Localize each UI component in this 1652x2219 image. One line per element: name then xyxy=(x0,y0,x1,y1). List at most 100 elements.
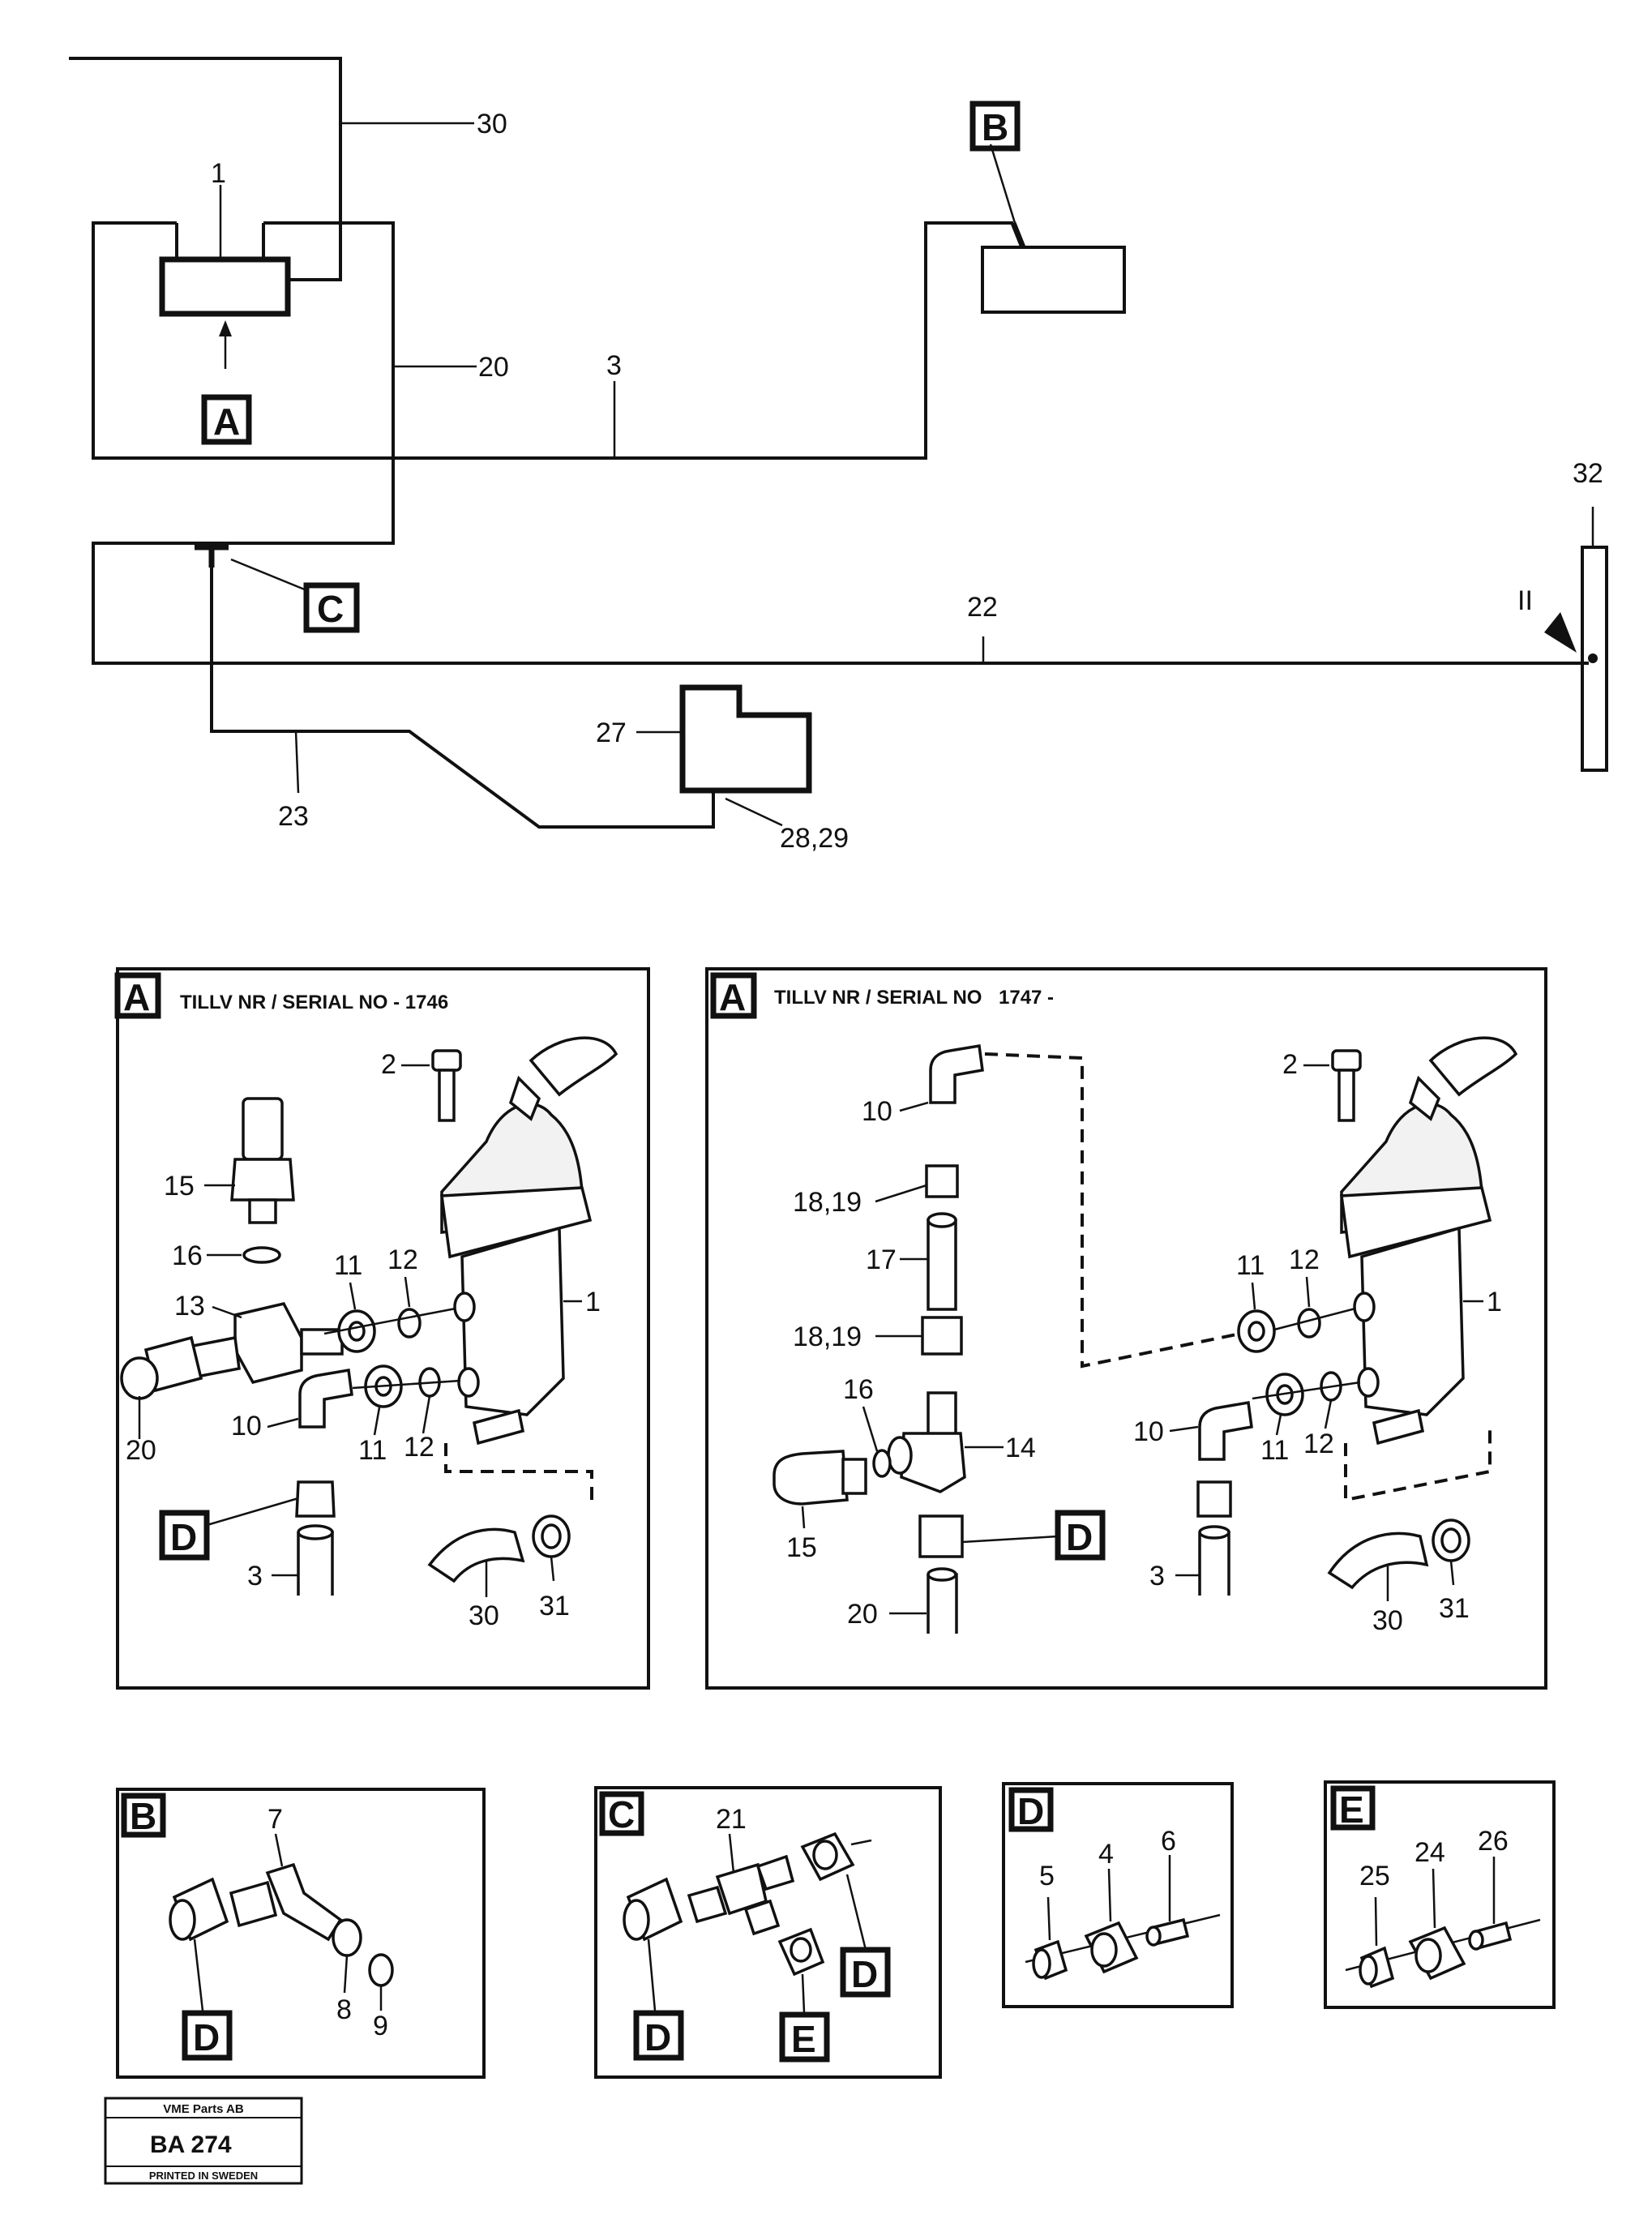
screw-2 xyxy=(431,1049,462,1072)
detail-a-old-callout: A xyxy=(123,976,150,1018)
detail-b-callout: B xyxy=(130,1795,156,1837)
valve-box-1 xyxy=(159,256,291,317)
label-28-29: 28,29 xyxy=(780,823,849,854)
elbow-10 xyxy=(298,1368,353,1429)
pipe-30 xyxy=(69,57,342,281)
label-16: 16 xyxy=(843,1374,874,1405)
label-2: 2 xyxy=(381,1049,396,1080)
label-4: 4 xyxy=(1098,1839,1114,1870)
elbow-10-top xyxy=(929,1043,984,1104)
label-22: 22 xyxy=(967,592,998,623)
overview-schematic: 30 1 A 20 3 B C 22 xyxy=(69,57,1608,854)
label-16: 16 xyxy=(172,1240,203,1271)
label-1: 1 xyxy=(1487,1287,1502,1317)
label-3: 3 xyxy=(247,1561,263,1591)
detail-a-new: A TILLV NR / SERIAL NO 1747 - 10 18,19 1… xyxy=(705,967,1547,1690)
detail-e: E 25 24 26 xyxy=(1324,1780,1556,2009)
label-15: 15 xyxy=(786,1532,817,1563)
callout-c: C xyxy=(317,588,344,630)
footer-code: BA 274 xyxy=(150,2131,232,2158)
label-view-ii: II xyxy=(1517,585,1533,616)
callout-b: B xyxy=(982,106,1008,148)
view-arrow-icon xyxy=(1544,612,1577,653)
label-11b: 11 xyxy=(358,1435,387,1466)
pipe-frame-right xyxy=(263,221,395,458)
label-18-19a: 18,19 xyxy=(793,1187,862,1218)
label-9: 9 xyxy=(373,2011,388,2041)
label-12: 12 xyxy=(1289,1244,1320,1275)
label-18-19b: 18,19 xyxy=(793,1322,862,1352)
label-11b: 11 xyxy=(1260,1435,1289,1466)
label-7: 7 xyxy=(267,1804,283,1835)
detail-a-new-caption: TILLV NR / SERIAL NO xyxy=(774,987,982,1009)
detail-c: C 21 D D E xyxy=(594,1786,942,2079)
washer-16 xyxy=(242,1246,281,1264)
pipe-20-lower xyxy=(92,458,1589,665)
elbow-outlet xyxy=(472,1408,525,1446)
label-32: 32 xyxy=(1573,458,1603,489)
panel-32 xyxy=(1581,546,1608,772)
label-11: 11 xyxy=(1236,1250,1265,1281)
detail-c-callout-d2: D xyxy=(851,1953,878,1995)
label-30: 30 xyxy=(1372,1605,1403,1636)
sleeve-17 xyxy=(927,1219,957,1311)
label-26: 26 xyxy=(1478,1826,1509,1857)
washer-12 xyxy=(397,1308,422,1339)
label-17: 17 xyxy=(866,1244,897,1275)
ring-9 xyxy=(368,1953,394,1987)
washer-8 xyxy=(332,1918,362,1957)
label-12b: 12 xyxy=(1303,1429,1334,1459)
block-13 xyxy=(233,1301,303,1385)
hose-30 xyxy=(427,1527,525,1583)
detail-a-new-callout-d: D xyxy=(1066,1516,1093,1558)
label-12: 12 xyxy=(387,1244,418,1275)
callout-c-box xyxy=(303,582,360,633)
callout-a-box xyxy=(201,394,252,445)
label-2: 2 xyxy=(1282,1049,1298,1080)
pipe-3 xyxy=(1198,1531,1230,1596)
detail-e-frame xyxy=(1324,1780,1556,2009)
footer-title-block: VME Parts AB BA 274 PRINTED IN SWEDEN xyxy=(104,2097,303,2185)
detail-a-new-serial: 1747 - xyxy=(999,987,1054,1009)
label-25: 25 xyxy=(1359,1861,1390,1891)
label-23: 23 xyxy=(278,801,309,832)
switch-15 xyxy=(773,1450,849,1506)
detail-a-new-callout: A xyxy=(719,976,746,1018)
screw-2 xyxy=(1331,1049,1362,1072)
detail-a-old-frame xyxy=(116,967,650,1690)
label-11: 11 xyxy=(334,1250,362,1281)
arrow-icon xyxy=(219,320,232,336)
label-20: 20 xyxy=(847,1599,878,1630)
label-31: 31 xyxy=(539,1591,570,1621)
label-31: 31 xyxy=(1439,1593,1470,1624)
detail-d-frame xyxy=(1002,1782,1234,2008)
label-10b: 10 xyxy=(1133,1416,1164,1447)
elbow-10 xyxy=(1198,1400,1253,1461)
pipe-frame xyxy=(92,221,1013,460)
hose-30 xyxy=(1327,1531,1429,1590)
nut-18-19-top xyxy=(925,1164,959,1198)
label-12b: 12 xyxy=(404,1432,434,1463)
label-10: 10 xyxy=(862,1096,892,1127)
detail-e-callout: E xyxy=(1339,1788,1364,1831)
pipe-3 xyxy=(297,1531,334,1596)
detail-b-frame xyxy=(116,1788,486,2079)
detail-d-callout: D xyxy=(1017,1790,1044,1832)
washer-16 xyxy=(872,1449,892,1478)
label-3: 3 xyxy=(1149,1561,1165,1591)
label-20: 20 xyxy=(478,352,509,383)
nut-18-19-bottom xyxy=(921,1316,963,1356)
detail-a-old-callout-d: D xyxy=(170,1516,197,1558)
label-5: 5 xyxy=(1039,1861,1055,1891)
component-b-box xyxy=(981,246,1126,314)
detail-a-old: A TILLV NR / SERIAL NO - 1746 2 1 15 16 … xyxy=(114,967,650,1690)
label-27: 27 xyxy=(596,718,627,748)
handle-knob xyxy=(529,1036,618,1097)
label-30: 30 xyxy=(477,109,507,139)
label-8: 8 xyxy=(336,1994,352,2025)
footer-printed: PRINTED IN SWEDEN xyxy=(149,2170,258,2182)
label-13: 13 xyxy=(174,1291,205,1322)
detail-c-callout-d1: D xyxy=(644,2016,671,2058)
component-27 xyxy=(679,684,812,794)
